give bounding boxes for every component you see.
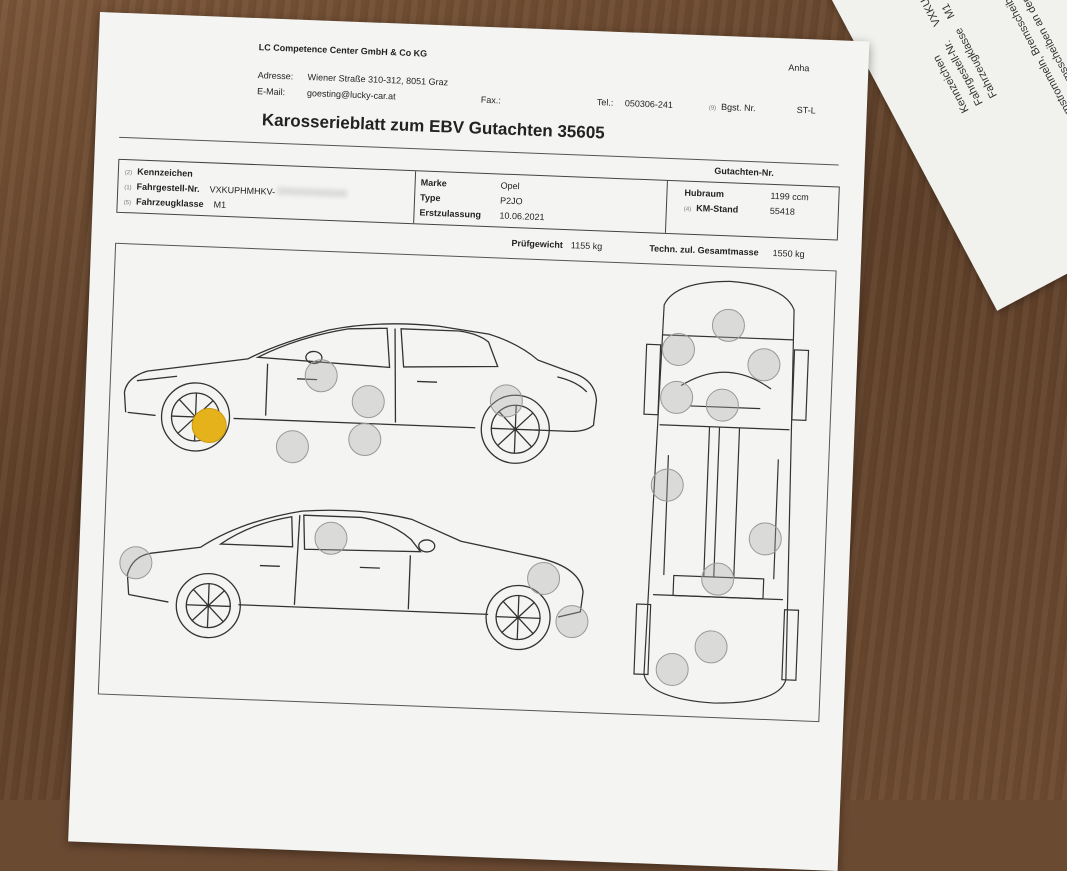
inspection-marker[interactable] <box>660 380 694 414</box>
erstzulassung-value: 10.06.2021 <box>499 210 545 223</box>
marke-label: Marke <box>420 177 447 189</box>
gutachten-nr-label: Gutachten-Nr. <box>714 165 775 178</box>
marke-value: Opel <box>500 180 520 192</box>
table-divider <box>664 180 668 233</box>
inspection-marker[interactable] <box>351 385 385 419</box>
fahrgestell-value: VXKUPHMHKV- <box>209 184 276 197</box>
km-stand-value: 55418 <box>769 205 796 217</box>
document-title: Karosserieblatt zum EBV Gutachten 35605 <box>261 110 606 143</box>
damage-markers-layer <box>119 308 782 686</box>
erstzulassung-label: Erstzulassung <box>419 207 482 220</box>
inspection-marker[interactable] <box>527 561 561 595</box>
address-label: Adresse: <box>257 70 294 82</box>
sheet2-line: M1 <box>939 1 958 21</box>
type-value: P2JO <box>499 195 523 207</box>
hubraum-label: Hubraum <box>684 187 725 200</box>
car-diagram-box <box>97 242 837 723</box>
fahrzeugklasse-value: M1 <box>213 199 227 210</box>
title-divider <box>119 136 839 166</box>
table-divider <box>413 171 417 224</box>
inspection-marker[interactable] <box>655 652 689 686</box>
tel-label: Tel.: <box>596 97 614 108</box>
damage-marker-front-wheel[interactable] <box>191 407 227 443</box>
inspection-marker[interactable] <box>748 522 782 556</box>
type-label: Type <box>419 192 441 204</box>
inspection-marker[interactable] <box>705 388 739 422</box>
inspection-marker[interactable] <box>489 384 523 418</box>
inspection-marker[interactable] <box>348 422 382 456</box>
blurred-vin <box>276 186 348 198</box>
sheet2-line: VXKUPHM... <box>903 0 943 28</box>
inspection-marker[interactable] <box>275 430 309 464</box>
car-side-view-left <box>126 509 584 651</box>
inspection-marker[interactable] <box>701 562 735 596</box>
km-stand-label: (4)KM-Stand <box>683 203 739 215</box>
email-label: E-Mail: <box>256 86 286 98</box>
bgst-label: (9)Bgst. Nr. <box>708 101 756 114</box>
company-name: LC Competence Center GmbH & Co KG <box>258 42 428 59</box>
inspection-marker[interactable] <box>314 521 348 555</box>
body-sheet-document: Anha LC Competence Center GmbH & Co KG A… <box>68 12 870 871</box>
hubraum-value: 1199 ccm <box>770 190 809 203</box>
inspection-marker[interactable] <box>119 546 153 580</box>
inspection-marker[interactable] <box>694 630 728 664</box>
fax-label: Fax.: <box>480 94 502 106</box>
st-label: ST-L <box>796 104 816 116</box>
inspection-marker[interactable] <box>650 468 684 502</box>
inspection-marker[interactable] <box>304 359 338 393</box>
inspection-marker[interactable] <box>747 348 781 382</box>
kennzeichen-row: (2)Kennzeichen <box>124 166 193 179</box>
tel-value: 050306-241 <box>624 98 674 111</box>
address-value: Wiener Straße 310-312, 8051 Graz <box>307 72 449 88</box>
inspection-marker[interactable] <box>661 332 695 366</box>
anhang-label: Anha <box>788 62 810 74</box>
inspection-marker[interactable] <box>711 308 745 342</box>
email-value: goesting@lucky-car.at <box>306 88 396 102</box>
inspection-marker[interactable] <box>555 605 589 639</box>
